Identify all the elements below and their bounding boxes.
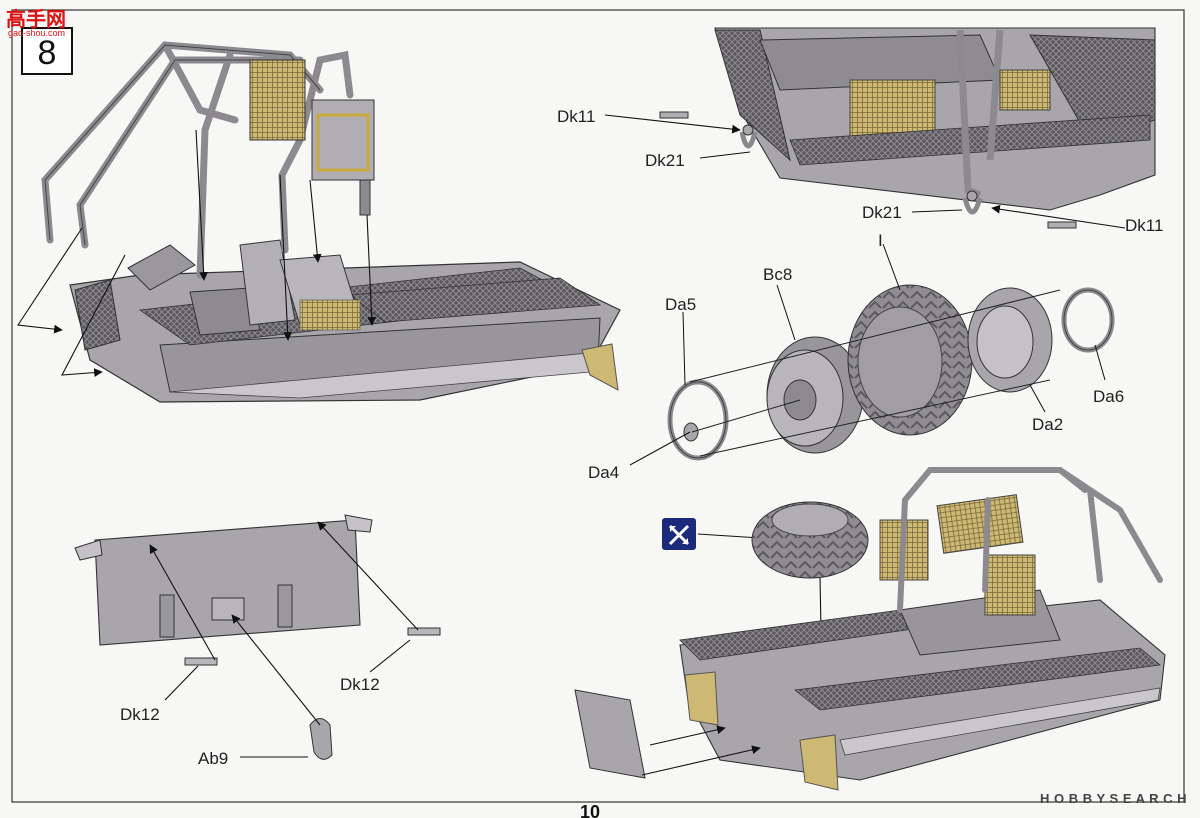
step-number: 8 — [38, 34, 57, 72]
step-box — [21, 27, 73, 75]
pin-dk12-right — [407, 627, 441, 636]
label-da6: Da6 — [1093, 387, 1124, 406]
label-dk11-right: Dk11 — [1125, 216, 1163, 235]
pin-dk11-right — [1047, 221, 1077, 229]
label-dk12-right: Dk12 — [340, 675, 380, 694]
shackle-dk21-right — [962, 190, 983, 215]
wheel-exploded-view: Bc8 I Da5 Da6 Da2 Da4 — [588, 231, 1124, 482]
label-da5: Da5 — [665, 295, 696, 314]
pin-dk12-left — [184, 657, 218, 666]
label-dk21-top: Dk21 — [645, 151, 685, 170]
label-dk12-left: Dk12 — [120, 705, 160, 724]
rear-detail-view: Dk11 Dk21 Dk21 Dk11 — [557, 27, 1163, 235]
page-number: 10 — [580, 802, 600, 818]
pin-dk11-top — [659, 111, 689, 119]
watermark-hobbysearch: H O B B Y S E A R C H — [1040, 791, 1187, 806]
part-ab9-hook — [309, 718, 333, 760]
label-da2: Da2 — [1032, 415, 1063, 434]
vehicle-final-assembly — [574, 467, 1166, 791]
hull-roll-cage-assembly — [17, 41, 621, 403]
label-i: I — [878, 231, 883, 250]
label-dk11-top: Dk11 — [557, 107, 595, 126]
label-ab9: Ab9 — [198, 749, 228, 768]
label-dk21-right: Dk21 — [862, 203, 902, 222]
part-da4 — [683, 422, 699, 442]
watermark-logo: 高手网 gao-shou.com — [6, 7, 66, 38]
rear-plate-assembly: Dk12 Dk12 Ab9 — [74, 514, 441, 768]
page-frame — [11, 9, 1185, 803]
label-da4: Da4 — [588, 463, 619, 482]
rear-plate-separated — [574, 689, 646, 779]
label-bc8: Bc8 — [763, 265, 792, 284]
watermark-url: gao-shou.com — [8, 28, 65, 38]
shackle-dk21-top — [739, 124, 758, 149]
watermark-cn: 高手网 — [6, 7, 66, 31]
